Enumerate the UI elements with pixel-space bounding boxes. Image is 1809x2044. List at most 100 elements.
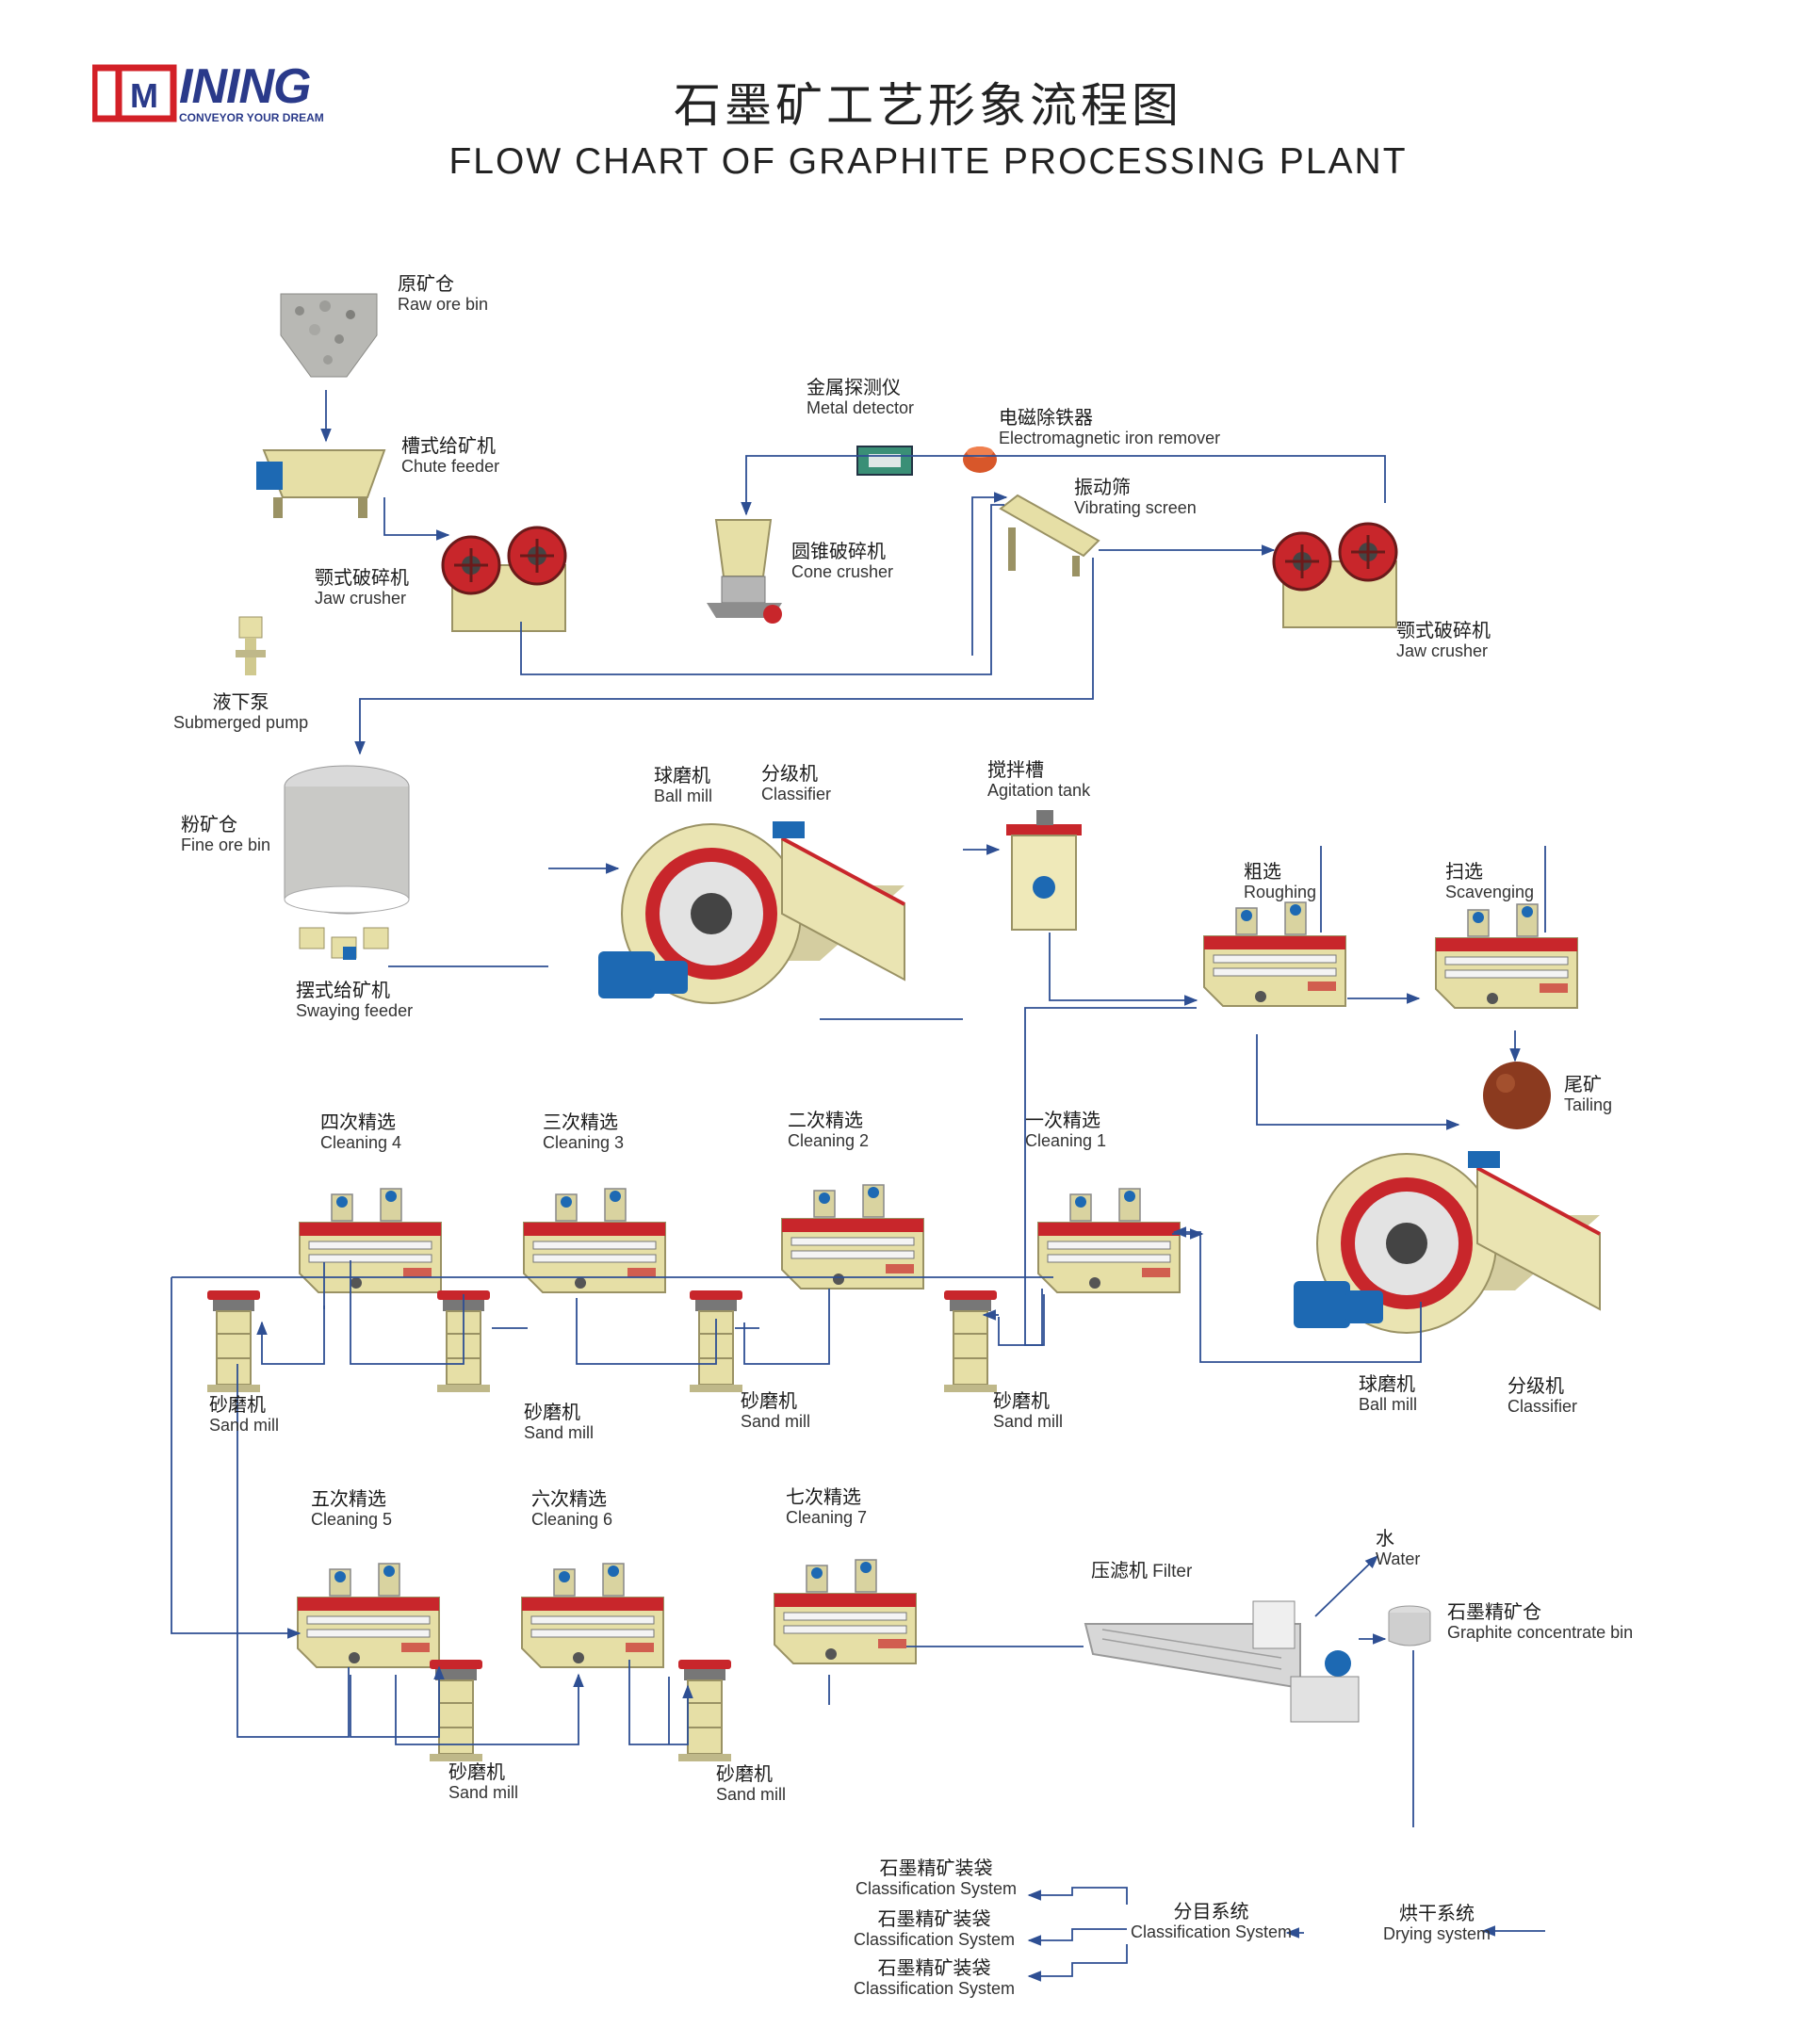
label-en: Classifier xyxy=(1508,1397,1578,1416)
label-jaw-crusher-1: 颚式破碎机 Jaw crusher xyxy=(315,567,409,608)
label-en: Ball mill xyxy=(654,787,713,805)
label-bagging-2: 石墨精矿装袋 Classification System xyxy=(854,1908,1015,1950)
flotation-cell-icon xyxy=(1435,903,1578,1009)
label-en: Jaw crusher xyxy=(1396,641,1489,660)
vibrating-screen-icon xyxy=(999,494,1100,576)
label-cleaning-4: 四次精选 Cleaning 4 xyxy=(320,1111,401,1153)
label-zh: 分级机 xyxy=(1508,1374,1564,1397)
flotation-cell-icon xyxy=(521,1563,664,1668)
label-sand-mill-4: 砂磨机 Sand mill xyxy=(993,1390,1063,1432)
label-en: Raw ore bin xyxy=(398,295,489,314)
label-en: Cleaning 6 xyxy=(531,1510,613,1529)
chute-feeder-icon xyxy=(256,449,386,518)
label-classification-system: 分目系统 Classification System xyxy=(1131,1901,1292,1942)
label-sand-mill-1: 砂磨机 Sand mill xyxy=(209,1394,279,1436)
iron-remover-icon xyxy=(963,446,997,473)
label-zh: 球磨机 xyxy=(1359,1372,1415,1395)
label-en: Classification System xyxy=(856,1879,1018,1898)
label-zh: 摆式给矿机 xyxy=(296,979,390,1001)
sand-mill-icon xyxy=(677,1659,732,1762)
label-zh: 水 xyxy=(1376,1527,1394,1549)
label-water: 水 Water xyxy=(1376,1528,1420,1569)
label-en: Classification System xyxy=(854,1979,1016,1998)
label-cone-crusher: 圆锥破碎机 Cone crusher xyxy=(791,541,893,582)
label-cleaning-5: 五次精选 Cleaning 5 xyxy=(311,1488,392,1530)
label-en: Jaw crusher xyxy=(315,589,407,608)
label-zh: 砂磨机 xyxy=(524,1401,580,1423)
label-zh: 砂磨机 xyxy=(741,1389,797,1412)
page-title-en: FLOW CHART OF GRAPHITE PROCESSING PLANT xyxy=(448,141,1408,182)
label-zh: 球磨机 xyxy=(654,764,710,787)
label-sand-mill-3: 砂磨机 Sand mill xyxy=(741,1390,810,1432)
company-logo: M INING CONVEYOR YOUR DREAM xyxy=(90,53,328,128)
label-metal-detector: 金属探测仪 Metal detector xyxy=(807,377,914,418)
label-zh: 粉矿仓 xyxy=(181,813,237,835)
logo-slogan: CONVEYOR YOUR DREAM xyxy=(179,111,324,124)
agitation-tank-icon xyxy=(1006,810,1082,931)
label-zh: 石墨精矿仓 xyxy=(1447,1600,1541,1623)
label-cleaning-6: 六次精选 Cleaning 6 xyxy=(531,1488,612,1530)
label-zh: 金属探测仪 xyxy=(807,376,901,398)
label-zh: 分目系统 xyxy=(1173,1900,1249,1922)
flotation-cell-icon xyxy=(781,1184,924,1290)
label-zh: 压滤机 xyxy=(1091,1559,1148,1582)
label-zh: 一次精选 xyxy=(1025,1109,1100,1131)
label-roughing: 粗选 Roughing xyxy=(1244,861,1316,902)
label-en: Sand mill xyxy=(741,1412,811,1431)
label-en: Water xyxy=(1376,1549,1421,1568)
label-zh: 三次精选 xyxy=(543,1111,618,1133)
label-sand-mill-5: 砂磨机 Sand mill xyxy=(448,1761,518,1803)
logo-mark-icon: M xyxy=(90,64,177,122)
flotation-cell-icon xyxy=(297,1563,440,1668)
label-zh: 砂磨机 xyxy=(209,1393,266,1416)
label-en: Chute feeder xyxy=(401,457,500,476)
label-en: Submerged pump xyxy=(173,713,309,732)
label-en: Roughing xyxy=(1244,883,1317,901)
label-cleaning-7: 七次精选 Cleaning 7 xyxy=(786,1486,867,1528)
label-zh: 砂磨机 xyxy=(716,1762,773,1785)
label-cleaning-3: 三次精选 Cleaning 3 xyxy=(543,1111,624,1153)
label-en: Tailing xyxy=(1564,1095,1613,1114)
label-en: Cleaning 5 xyxy=(311,1510,393,1529)
label-zh: 搅拌槽 xyxy=(987,758,1044,781)
concentrate-bin-icon xyxy=(1388,1605,1431,1647)
label-zh: 分级机 xyxy=(761,762,818,785)
label-en: Cleaning 7 xyxy=(786,1508,868,1527)
label-zh: 七次精选 xyxy=(786,1485,861,1508)
label-zh: 石墨精矿装袋 xyxy=(877,1956,991,1979)
label-en: Sand mill xyxy=(448,1783,519,1802)
label-en: Vibrating screen xyxy=(1074,498,1197,517)
svg-text:M: M xyxy=(130,76,158,115)
ball-mill-classifier-icon xyxy=(596,819,906,1005)
sand-mill-icon xyxy=(943,1290,998,1393)
label-zh: 六次精选 xyxy=(531,1487,607,1510)
label-sand-mill-6: 砂磨机 Sand mill xyxy=(716,1763,786,1805)
fine-ore-bin-icon xyxy=(284,765,410,915)
label-zh: 五次精选 xyxy=(311,1487,386,1510)
jaw-crusher-icon xyxy=(1272,522,1398,629)
label-classifier-1: 分级机 Classifier xyxy=(761,763,831,804)
label-en: Classification System xyxy=(854,1930,1016,1949)
label-agitation-tank: 搅拌槽 Agitation tank xyxy=(987,759,1090,801)
label-submerged-pump: 液下泵 Submerged pump xyxy=(173,691,308,733)
label-zh: 振动筛 xyxy=(1074,476,1131,498)
label-tailing: 尾矿 Tailing xyxy=(1564,1074,1612,1115)
label-en: Sand mill xyxy=(716,1785,787,1804)
label-chute-feeder: 槽式给矿机 Chute feeder xyxy=(401,435,499,477)
label-en: Agitation tank xyxy=(987,781,1091,800)
label-concentrate-bin: 石墨精矿仓 Graphite concentrate bin xyxy=(1447,1601,1633,1643)
label-iron-remover: 电磁除铁器 Electromagnetic iron remover xyxy=(999,407,1220,448)
label-zh: 烘干系统 xyxy=(1399,1902,1475,1924)
label-en: Graphite concentrate bin xyxy=(1447,1623,1634,1642)
flotation-cell-icon xyxy=(1037,1188,1181,1293)
label-cleaning-2: 二次精选 Cleaning 2 xyxy=(788,1110,869,1151)
label-bagging-3: 石墨精矿装袋 Classification System xyxy=(854,1957,1015,1999)
label-en: Swaying feeder xyxy=(296,1001,414,1020)
label-zh: 圆锥破碎机 xyxy=(791,540,886,562)
label-swaying-feeder: 摆式给矿机 Swaying feeder xyxy=(296,980,413,1021)
label-zh: 槽式给矿机 xyxy=(401,434,496,457)
label-en: Filter xyxy=(1152,1562,1193,1582)
label-fine-ore-bin: 粉矿仓 Fine ore bin xyxy=(181,814,270,855)
